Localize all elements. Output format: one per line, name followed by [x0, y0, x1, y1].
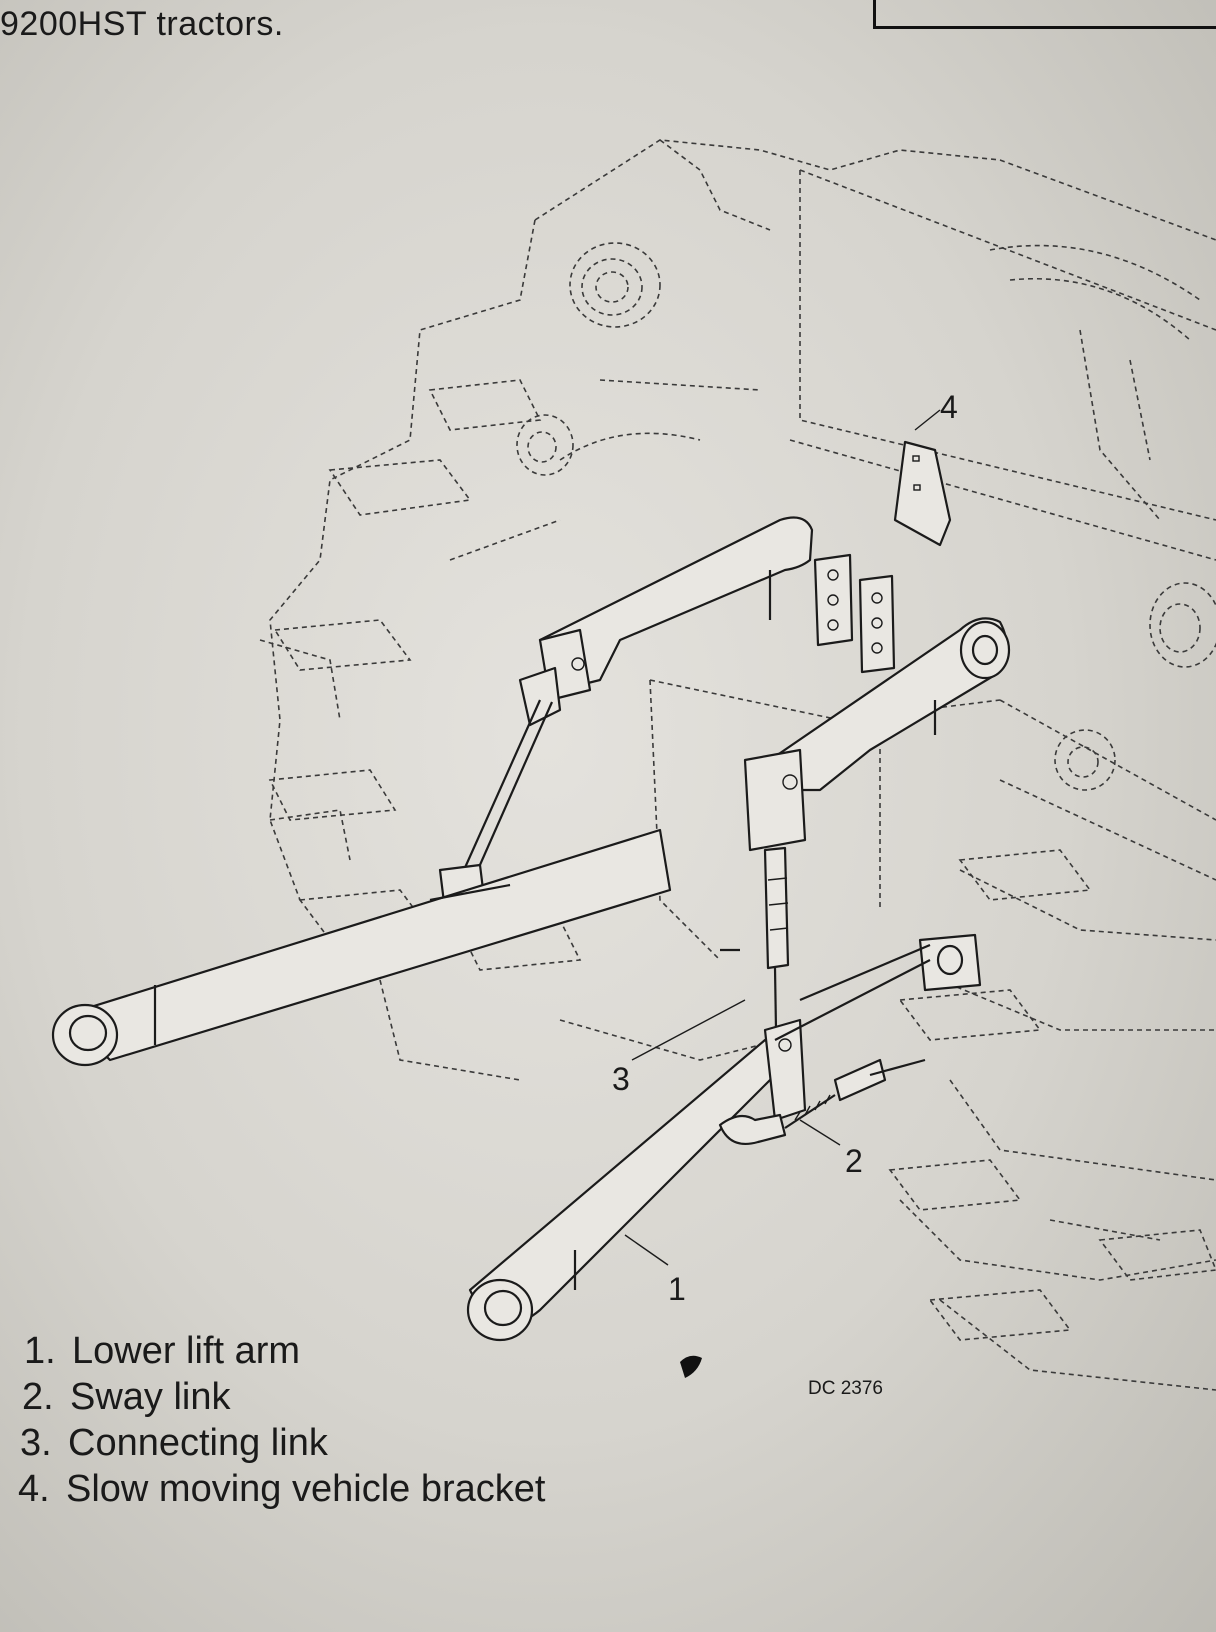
legend-number: 2.: [22, 1376, 54, 1418]
header-caption: 9200HST tractors.: [0, 5, 284, 43]
left-lower-lift-arm: [51, 828, 672, 1067]
drawing-code: DC 2376: [808, 1378, 883, 1399]
legend-label: Lower lift arm: [72, 1330, 301, 1372]
legend-item: 2. Sway link: [22, 1374, 545, 1420]
upper-lift-arm-right: [768, 617, 1011, 792]
upper-lift-arm-left: [538, 516, 814, 692]
sway-link: [718, 1058, 926, 1146]
callout-2: 2: [845, 1143, 863, 1179]
right-lower-lift-arm: [466, 1018, 807, 1342]
callout-4: 4: [940, 389, 958, 425]
smv-bracket: [893, 440, 952, 547]
legend-label: Slow moving vehicle bracket: [66, 1468, 546, 1510]
callout-1: 1: [668, 1271, 686, 1307]
tractor-body-outline: [259, 139, 1216, 1391]
callout-leaders: [624, 409, 941, 1266]
legend-label: Sway link: [70, 1376, 231, 1418]
tire-tread-right: [888, 849, 1216, 1341]
hitch-brackets: [813, 553, 896, 674]
callout-3: 3: [612, 1061, 630, 1097]
legend-item: 4. Slow moving vehicle bracket: [18, 1466, 545, 1512]
hub-circles: [516, 242, 1216, 791]
legend-number: 1.: [24, 1330, 56, 1372]
right-pivot-mount: [774, 933, 982, 1041]
ink-mark: [680, 1355, 702, 1378]
header-box: [873, 0, 1216, 29]
legend-label: Connecting link: [68, 1422, 328, 1464]
legend-item: 3. Connecting link: [20, 1420, 545, 1466]
connecting-link: [720, 748, 807, 1031]
legend-number: 4.: [18, 1468, 50, 1510]
parts-legend: 1. Lower lift arm 2. Sway link 3. Connec…: [18, 1328, 545, 1512]
tire-tread-left: [268, 379, 582, 971]
legend-item: 1. Lower lift arm: [24, 1328, 545, 1374]
legend-number: 3.: [20, 1422, 52, 1464]
